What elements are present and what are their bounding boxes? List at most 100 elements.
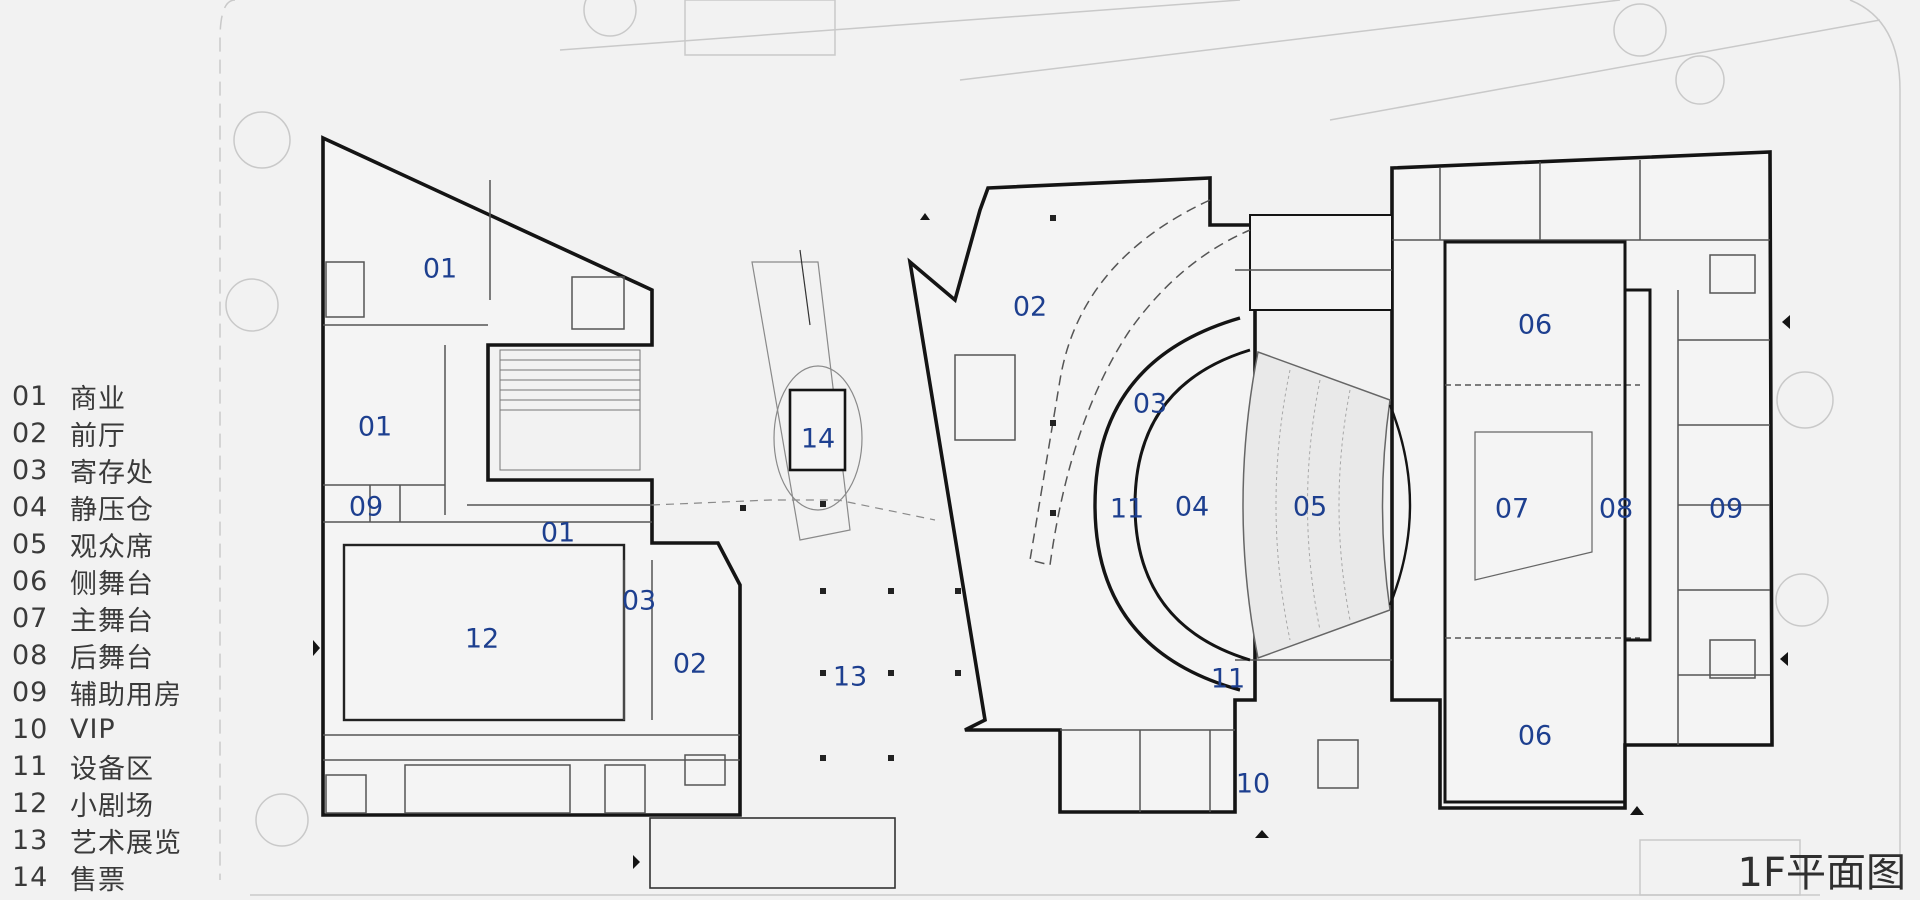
- room-label-13: 13: [833, 662, 867, 693]
- tree-symbol: [1776, 371, 1834, 429]
- stair-core: [1317, 739, 1359, 789]
- structural-columns: [740, 215, 1056, 761]
- legend-item: 14 售票: [12, 859, 212, 896]
- plaza: [651, 249, 936, 541]
- ticket-booth-outline: [773, 365, 863, 511]
- elevator-core: [1709, 639, 1756, 679]
- wc-block: [404, 764, 571, 814]
- tree-symbol: [1775, 573, 1829, 627]
- elevator-core: [571, 276, 625, 330]
- room-label-03: 03: [622, 586, 656, 617]
- legend-number: 14: [12, 862, 49, 893]
- legend-number: 02: [12, 418, 49, 449]
- stair-core: [325, 261, 365, 318]
- room-label-08: 08: [1599, 494, 1633, 525]
- column: [820, 755, 826, 761]
- elevator-core: [1709, 254, 1756, 294]
- legend-label: 商业: [70, 384, 126, 415]
- legend-item: 09 辅助用房: [12, 674, 212, 711]
- tree-symbol: [225, 278, 279, 332]
- room-label-06: 06: [1518, 721, 1552, 752]
- seat-row: [1307, 379, 1321, 631]
- legend-number: 12: [12, 788, 49, 819]
- plaza-volume: [649, 817, 896, 889]
- column: [740, 505, 746, 511]
- room-label-14: 14: [801, 424, 835, 455]
- legend-number: 07: [12, 603, 49, 634]
- legend-number: 03: [12, 455, 49, 486]
- legend-label: VIP: [70, 714, 116, 745]
- room-labels: 01 01 09 01 12 03 02 14 13 02 03 11 04 0…: [349, 254, 1743, 800]
- left-building-interior: [323, 180, 740, 814]
- legend-number: 05: [12, 529, 49, 560]
- stair-core: [684, 754, 726, 786]
- seating-area: [1242, 350, 1391, 660]
- legend-label: 后舞台: [70, 643, 154, 674]
- legend-label: 辅助用房: [70, 680, 182, 711]
- entrance-arrow: [1782, 315, 1790, 329]
- entrance-arrow: [1630, 806, 1644, 815]
- tree-symbol: [233, 111, 291, 169]
- seat-row: [1338, 389, 1351, 621]
- room-label-02: 02: [1013, 292, 1047, 323]
- legend-number: 10: [12, 714, 49, 745]
- legend-number: 13: [12, 825, 49, 856]
- legend-label: 寄存处: [70, 458, 154, 489]
- legend-item: 13 艺术展览: [12, 822, 212, 859]
- legend-number: 09: [12, 677, 49, 708]
- site-line: [1329, 19, 1881, 121]
- legend-label: 售票: [70, 865, 126, 896]
- column: [1050, 510, 1056, 516]
- room-label-11: 11: [1211, 664, 1245, 695]
- room-label-12: 12: [465, 624, 499, 655]
- entrance-arrow: [633, 855, 640, 869]
- site-stair: [684, 0, 836, 56]
- column: [888, 670, 894, 676]
- auditorium-inner-ring: [1133, 348, 1251, 662]
- room-label-04: 04: [1175, 492, 1209, 523]
- auditorium: [1093, 240, 1652, 804]
- legend-number: 11: [12, 751, 49, 782]
- column: [1050, 420, 1056, 426]
- legend-number: 04: [12, 492, 49, 523]
- entrance-markers: [313, 213, 1790, 869]
- grand-stair: [954, 354, 1016, 441]
- seat-row: [1275, 369, 1291, 641]
- backstage-wall: [1623, 288, 1652, 642]
- left-building: [321, 135, 742, 817]
- room-label-03: 03: [1133, 389, 1167, 420]
- legend-label: 设备区: [70, 754, 154, 785]
- legend-item: 10 VIP: [12, 711, 212, 748]
- column: [820, 670, 826, 676]
- legend-item: 11 设备区: [12, 748, 212, 785]
- room-label-07: 07: [1495, 494, 1529, 525]
- stage-platform: [1474, 431, 1593, 581]
- legend-item: 03 寄存处: [12, 452, 212, 489]
- auditorium-outer-ring: [1093, 316, 1241, 692]
- room-label-01: 01: [423, 254, 457, 285]
- column: [955, 588, 961, 594]
- plan-title: 1F平面图: [1737, 850, 1906, 896]
- upper-left-block: [1249, 214, 1393, 311]
- site-boundary: [219, 0, 236, 880]
- room-label-10: 10: [1236, 769, 1270, 800]
- left-building-outline: [321, 135, 742, 817]
- room-label-01: 01: [358, 412, 392, 443]
- site-line: [959, 0, 1621, 81]
- tree-symbol: [1675, 55, 1725, 105]
- stair-core: [604, 764, 646, 814]
- legend-label: 侧舞台: [70, 569, 154, 600]
- room-label-11: 11: [1110, 494, 1144, 525]
- room-label-02: 02: [673, 649, 707, 680]
- site-context: [219, 0, 1901, 896]
- room-label-05: 05: [1293, 492, 1327, 523]
- site-stair: [1639, 839, 1801, 896]
- legend-label: 艺术展览: [70, 828, 182, 859]
- main-theater: [907, 150, 1774, 814]
